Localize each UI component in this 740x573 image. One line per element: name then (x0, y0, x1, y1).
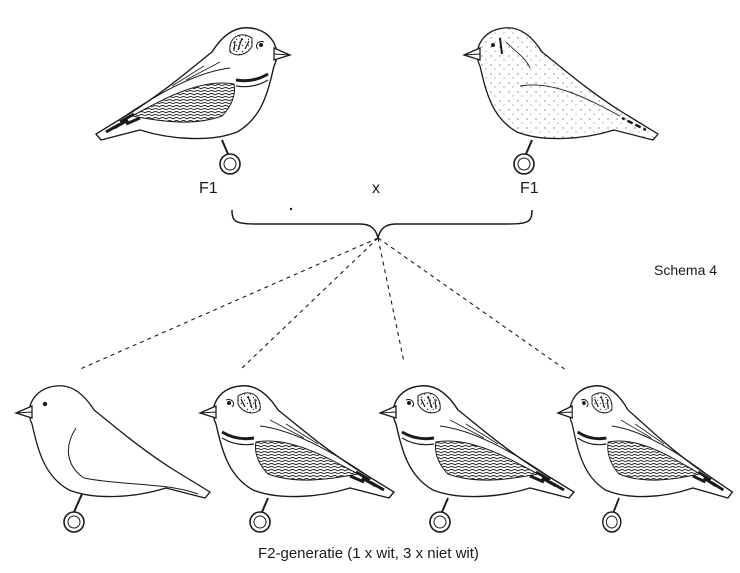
descent-line-2 (239, 237, 379, 371)
schema-label: Schema 4 (654, 262, 718, 278)
descent-line-3 (377, 237, 405, 363)
offspring-bird-marked-3 (556, 384, 734, 534)
parent-left-label: F1 (199, 180, 218, 197)
descent-lines (77, 237, 567, 371)
descent-line-4 (377, 237, 567, 371)
offspring-bird-white (15, 384, 211, 533)
cross-bracket (231, 209, 533, 239)
offspring-bird-marked-2 (378, 384, 576, 534)
f2-caption: F2-generatie (1 x wit, 3 x niet wit) (258, 545, 479, 562)
descent-line-1 (77, 237, 379, 371)
parent-bird-left (94, 26, 292, 176)
parent-bird-right (462, 26, 660, 176)
parent-right-label: F1 (520, 180, 539, 197)
stray-dot (289, 207, 293, 211)
offspring-bird-marked-1 (198, 384, 396, 534)
cross-symbol: x (372, 180, 380, 197)
